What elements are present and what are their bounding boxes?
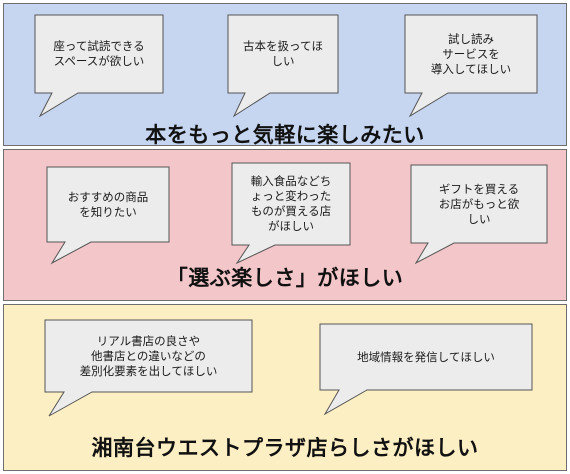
- section-heading-store-identity: 湘南台ウエストプラザ店らしさがほしい: [91, 436, 479, 460]
- callout-text: 座って試読できる スペースが欲しい: [53, 39, 145, 68]
- callout-text: おすすめの商品 を知りたい: [67, 189, 149, 219]
- callout-text: 試し読み サービスを 導入してほしい: [430, 31, 512, 76]
- callout-text: 輸入食品などち ょっと変わった ものが買える店 がほしい: [250, 174, 332, 233]
- section-heading-books: 本をもっと気軽に楽しみたい: [145, 123, 425, 147]
- callout-text: ギフトを買える お店がもっと欲 しい: [438, 181, 520, 226]
- callout-text: 古本を扱ってほ しい: [243, 39, 323, 68]
- callout-text: 地域情報を発信してほしい: [357, 349, 495, 364]
- callout-text: リアル書店の良さや 他書店との違いなどの 差別化要素を出してほしい: [79, 333, 218, 378]
- section-heading-choosing: 「選ぶ楽しさ」がほしい: [166, 266, 404, 290]
